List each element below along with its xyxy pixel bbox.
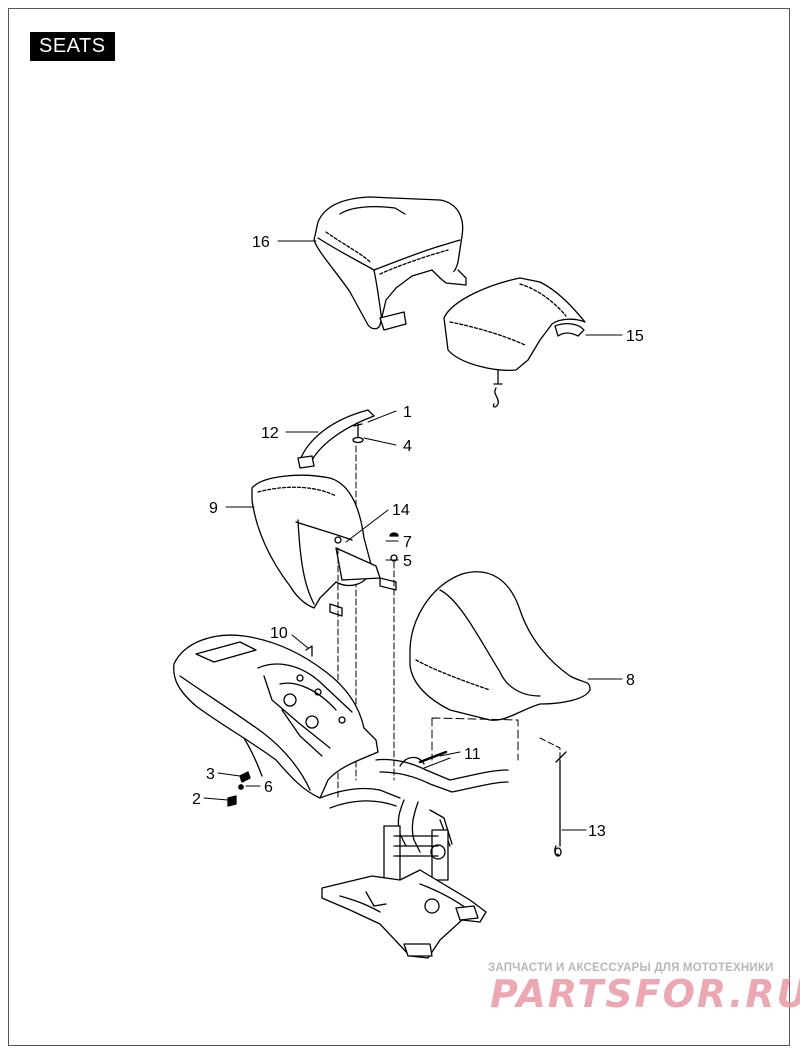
callout-15: 15 (626, 328, 644, 345)
callout-1: 1 (403, 404, 412, 421)
callout-11: 11 (464, 746, 481, 763)
callout-3: 3 (206, 766, 215, 783)
watermark-tagline: ЗАПЧАСТИ И АКСЕССУАРЫ ДЛЯ МОТОТЕХНИКИ (488, 962, 774, 974)
diagram-frame (8, 8, 790, 1046)
callout-labels: 1 2 3 4 5 6 7 8 9 10 11 12 13 14 15 16 (192, 234, 644, 840)
callout-6: 6 (264, 779, 273, 796)
part-12-seat-strap (297, 409, 375, 469)
page-title: SEATS (30, 32, 115, 61)
callout-13: 13 (588, 823, 606, 840)
part-15-passenger-pillion (443, 277, 586, 408)
callout-2: 2 (192, 791, 201, 808)
callout-10: 10 (270, 625, 288, 642)
callout-14: 14 (392, 502, 410, 519)
callout-16: 16 (252, 234, 270, 251)
part-8-rider-seat (409, 571, 591, 761)
callout-5: 5 (403, 553, 412, 570)
callout-7: 7 (403, 534, 412, 551)
part-11-clip (418, 750, 451, 769)
watermark-logo: PARTSFOR.RU (490, 972, 800, 1016)
part-16-passenger-seat-backrest (313, 196, 467, 331)
callout-8: 8 (626, 672, 635, 689)
part-13-tether (554, 751, 567, 857)
callout-9: 9 (209, 500, 218, 517)
callout-12: 12 (261, 425, 279, 442)
callout-4: 4 (403, 438, 412, 455)
part-9-passenger-seat (251, 474, 397, 617)
leader-lines (203, 240, 623, 831)
rear-fender-frame-assembly (173, 634, 509, 959)
part-1-4-screw-washer (352, 423, 364, 781)
parts-2-3-6-10-fasteners (227, 645, 313, 807)
